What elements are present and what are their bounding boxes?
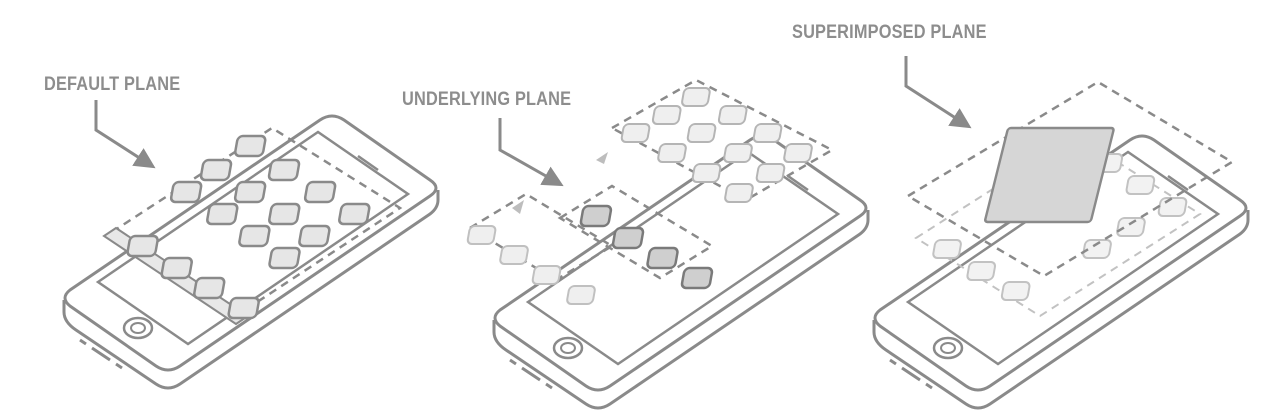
arrow-left-shift: [512, 200, 524, 214]
plane-superimposed: [905, 80, 1235, 278]
plane-default: [102, 126, 403, 326]
label-underlying-plane: UNDERLYING PLANE: [402, 89, 572, 110]
label-superimposed-plane: SUPERIMPOSED PLANE: [792, 22, 987, 43]
plane-underlying-top: [609, 78, 835, 203]
arrow-underlying: [498, 118, 564, 187]
arrow-default: [94, 100, 156, 169]
label-default-plane: DEFAULT PLANE: [44, 74, 181, 95]
plane-underlying-main: [557, 184, 715, 290]
plane-underlying-left: [466, 192, 615, 305]
superimposed-panel: [984, 126, 1115, 224]
arrow-superimposed: [904, 56, 972, 129]
arrow-right-shift: [596, 152, 608, 164]
